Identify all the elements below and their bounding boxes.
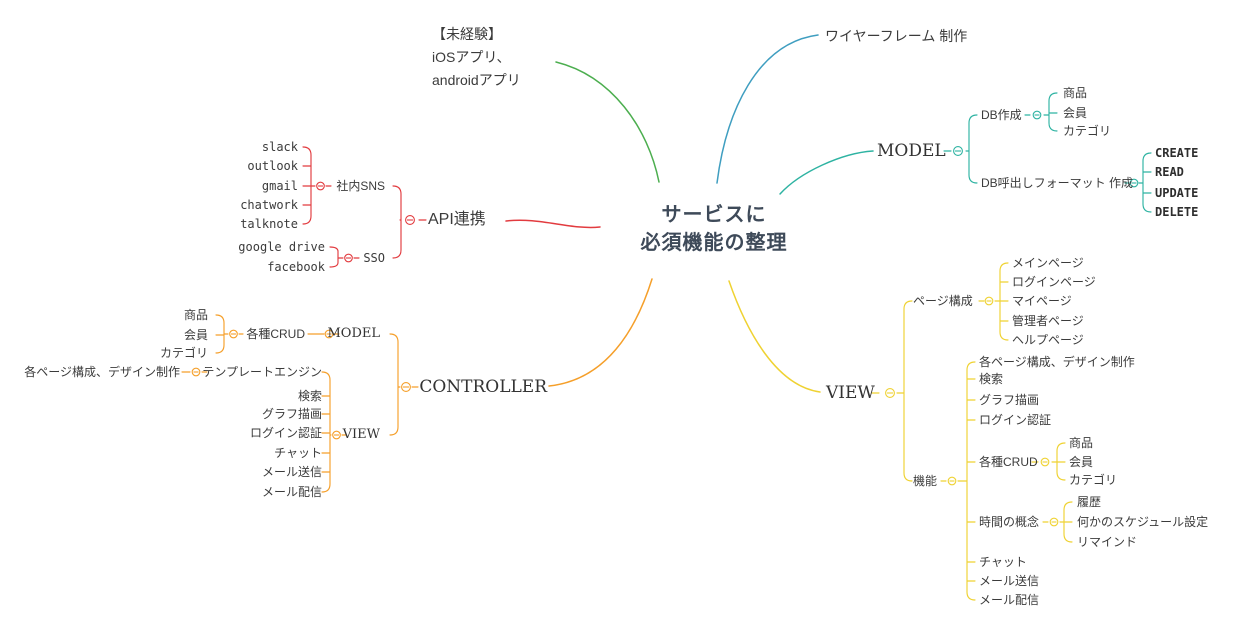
node-controller-crud-item[interactable]: 商品 [183,308,208,322]
model-branch-lines [943,92,1152,213]
node-sso[interactable]: SSO [363,251,385,265]
branch-curve-view [728,280,821,393]
node-page-item[interactable]: ログインページ [1012,275,1096,289]
node-sns-item[interactable]: talknote [240,217,298,231]
node-sns-item[interactable]: gmail [261,179,298,193]
collapse-toggle[interactable] [316,181,415,263]
node-time-concept[interactable]: 時間の概念 [979,515,1040,529]
node-db-create-item[interactable]: カテゴリ [1063,124,1112,138]
node-function-item[interactable]: グラフ描画 [979,393,1040,407]
node-view-crud-item[interactable]: 会員 [1069,455,1094,469]
node-functions[interactable]: 機能 [913,474,938,488]
node-function-item[interactable]: メール送信 [979,574,1040,588]
node-time-item[interactable]: 履歴 [1077,495,1102,509]
node-internal-sns[interactable]: 社内SNS [336,179,385,193]
api-branch-lines [302,146,427,268]
node-page-item[interactable]: ヘルプページ [1012,333,1084,347]
collapse-toggle[interactable] [885,296,1059,527]
node-sns-item[interactable]: chatwork [240,198,298,212]
node-sso-item[interactable]: facebook [267,260,325,274]
branch-curve-unexperienced [555,61,660,183]
branch-curve-controller [548,278,653,387]
node-crud-update[interactable]: UPDATE [1155,186,1199,200]
node-controller-crud-item[interactable]: カテゴリ [159,346,208,360]
node-unexperienced-note[interactable]: 【未経験】 iOSアプリ、 androidアプリ [432,26,521,88]
node-time-item[interactable]: リマインド [1077,535,1138,549]
node-sso-item[interactable]: google drive [238,240,325,254]
node-controller-view-item[interactable]: 検索 [297,389,322,403]
node-controller-view-item[interactable]: ログイン認証 [249,426,322,440]
collapse-toggle[interactable] [191,329,411,440]
node-controller-view-item[interactable]: チャット [274,446,322,460]
central-topic[interactable]: サービスに 必須機能の整理 [640,204,788,254]
node-model[interactable]: MODEL [877,141,946,161]
node-api[interactable]: API連携 [428,211,486,228]
node-controller[interactable]: CONTROLLER [419,377,547,397]
node-controller-view-item[interactable]: グラフ描画 [261,407,322,421]
node-crud-read[interactable]: READ [1155,165,1184,179]
node-function-item[interactable]: メール配信 [979,593,1040,607]
branch-curve-api [505,219,601,229]
branch-curve-wireframe [716,34,819,184]
node-sns-item[interactable]: slack [261,140,298,154]
node-crud-delete[interactable]: DELETE [1155,205,1199,219]
node-page-structure[interactable]: ページ構成 [913,294,973,308]
node-time-item[interactable]: 何かのスケジュール設定 [1077,515,1209,529]
node-db-create[interactable]: DB作成 [981,108,1022,122]
node-controller-view[interactable]: VIEW [342,427,380,442]
node-view-crud-item[interactable]: 商品 [1069,436,1094,450]
node-db-create-item[interactable]: 会員 [1063,106,1088,120]
node-function-item[interactable]: 各ページ構成、デザイン制作 [979,355,1135,369]
node-page-item[interactable]: メインページ [1012,256,1084,270]
node-controller-view-item[interactable]: メール送信 [261,465,322,479]
node-template-engine[interactable]: テンプレートエンジン [202,365,322,379]
node-db-format[interactable]: DB呼出しフォーマット 作成 [981,176,1134,190]
node-page-item[interactable]: マイページ [1012,294,1072,308]
node-sns-item[interactable]: outlook [247,159,298,173]
node-controller-crud-item[interactable]: 会員 [183,328,208,342]
node-controller-crud[interactable]: 各種CRUD [246,327,305,341]
node-function-item[interactable]: ログイン認証 [979,413,1052,427]
collapse-toggle[interactable] [953,110,1139,188]
node-controller-model[interactable]: MODEL [327,326,380,341]
node-page-item[interactable]: 管理者ページ [1012,314,1084,328]
controller-branch-lines [181,314,419,493]
node-page-design[interactable]: 各ページ構成、デザイン制作 [24,365,180,379]
node-view-crud-item[interactable]: カテゴリ [1069,473,1118,487]
branch-curve-model [779,150,874,195]
node-view-crud[interactable]: 各種CRUD [979,455,1038,469]
node-wireframe[interactable]: ワイヤーフレーム 制作 [825,28,968,44]
node-controller-view-item[interactable]: メール配信 [261,485,322,499]
node-function-item[interactable]: 検索 [979,372,1004,386]
node-db-create-item[interactable]: 商品 [1063,86,1088,100]
node-view[interactable]: VIEW [826,383,875,403]
node-function-item[interactable]: チャット [979,555,1027,569]
view-branch-lines [871,262,1073,601]
node-crud-create[interactable]: CREATE [1155,146,1199,160]
